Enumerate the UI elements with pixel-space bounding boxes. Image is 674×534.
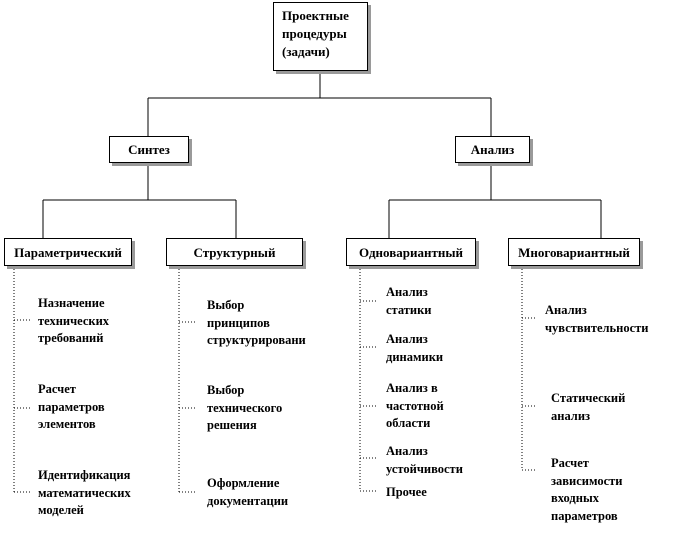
single-variant-label: Одновариантный (359, 244, 463, 260)
analysis-label: Анализ (470, 142, 515, 157)
structural-node: Структурный (166, 238, 303, 266)
leaf-single-frequency: Анализ в частотной области (386, 381, 444, 430)
single-variant-node: Одновариантный (346, 238, 476, 266)
leaf-single-stability: Анализ устойчивости (386, 444, 463, 476)
root-label: Проектные процедуры (задачи) (282, 8, 349, 59)
leaf-structural-principles: Выбор принципов структурировани (207, 298, 306, 347)
leaf-multi-dependency: Расчет зависимости входных параметров (551, 456, 623, 523)
leaf-parametric-identification: Идентификация математических моделей (38, 468, 131, 517)
leaf-single-statics: Анализ статики (386, 285, 432, 317)
analysis-node: Анализ (455, 136, 530, 163)
leaf-parametric-elements: Расчет параметров элементов (38, 382, 105, 431)
multi-variant-label: Многовариантный (518, 244, 630, 260)
multi-variant-node: Многовариантный (508, 238, 640, 266)
leaf-multi-sensitivity: Анализ чувствительности (545, 303, 649, 335)
structural-label: Структурный (193, 244, 276, 260)
leaf-structural-documentation: Оформление документации (207, 476, 289, 508)
leaf-single-other: Прочее (386, 485, 427, 499)
parametric-node: Параметрический (4, 238, 132, 266)
synthesis-label: Синтез (128, 142, 170, 157)
parametric-label: Параметрический (14, 244, 122, 260)
root-node: Проектные процедуры (задачи) (273, 2, 368, 71)
synthesis-node: Синтез (109, 136, 189, 163)
leaf-multi-static: Статический анализ (551, 391, 626, 423)
leaf-structural-solution: Выбор технического решения (207, 383, 283, 432)
leaf-parametric-requirements: Назначение технических требований (38, 296, 110, 345)
leaf-single-dynamics: Анализ динамики (386, 332, 444, 364)
